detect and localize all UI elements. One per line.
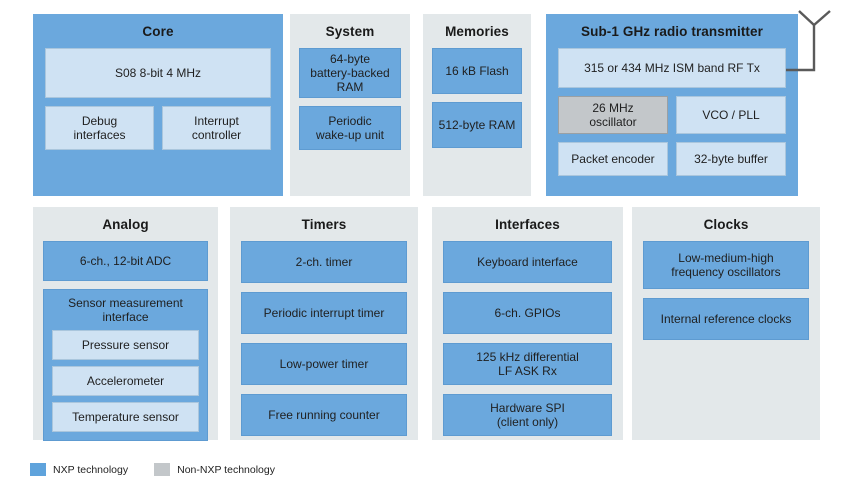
osc-line-1: 26 MHz xyxy=(592,100,634,115)
block-debug-interfaces[interactable]: Debug interfaces xyxy=(45,105,154,150)
block-timer-1[interactable]: Periodic interrupt timer xyxy=(241,291,407,334)
block-sensor-measurement-interface[interactable]: Sensor measurement interface Pressure se… xyxy=(43,288,208,441)
block-adc[interactable]: 6-ch., 12-bit ADC xyxy=(43,240,208,281)
legend-swatch-nxp xyxy=(30,463,46,476)
legend-label-non-nxp: Non-NXP technology xyxy=(177,463,275,476)
block-lf-ask-rx[interactable]: 125 kHz differential LF ASK Rx xyxy=(443,342,612,385)
debug-line-2: interfaces xyxy=(73,127,126,142)
panel-radio-title: Sub-1 GHz radio transmitter xyxy=(581,24,763,39)
panel-interfaces-title: Interfaces xyxy=(495,217,560,232)
block-hardware-spi[interactable]: Hardware SPI (client only) xyxy=(443,393,612,436)
block-vco-pll[interactable]: VCO / PLL xyxy=(676,95,786,134)
legend: NXP technology Non-NXP technology xyxy=(30,463,275,476)
panel-timers-title: Timers xyxy=(301,217,347,232)
osc-line-2: oscillator xyxy=(589,114,637,129)
wake-line-2: wake-up unit xyxy=(315,127,385,142)
panel-radio-transmitter: Sub-1 GHz radio transmitter 315 or 434 M… xyxy=(546,14,798,196)
block-interrupt-controller[interactable]: Interrupt controller xyxy=(162,105,271,150)
block-32byte-buffer[interactable]: 32-byte buffer xyxy=(676,141,786,176)
spi-line-2: (client only) xyxy=(496,414,559,429)
panel-interfaces: Interfaces Keyboard interface 6-ch. GPIO… xyxy=(432,207,623,440)
block-timer-3[interactable]: Free running counter xyxy=(241,393,407,436)
spi-line-1: Hardware SPI xyxy=(490,400,565,415)
block-battery-backed-ram[interactable]: 64-byte battery-backed RAM xyxy=(299,47,401,98)
legend-item-nxp: NXP technology xyxy=(30,463,128,476)
panel-system: System 64-byte battery-backed RAM Period… xyxy=(290,14,410,196)
block-hardware-spi-text: Hardware SPI (client only) xyxy=(490,401,565,429)
block-26mhz-oscillator-text: 26 MHz oscillator xyxy=(589,101,636,129)
sensor-group-line-2: interface xyxy=(102,309,149,324)
block-ram[interactable]: 512-byte RAM xyxy=(432,101,522,148)
block-flash[interactable]: 16 kB Flash xyxy=(432,47,522,94)
panel-analog: Analog 6-ch., 12-bit ADC Sensor measurem… xyxy=(33,207,218,441)
block-interrupt-controller-text: Interrupt controller xyxy=(192,114,241,142)
panel-clocks: Clocks Low-medium-high frequency oscilla… xyxy=(632,207,820,440)
wake-line-1: Periodic xyxy=(328,113,372,128)
block-frequency-oscillators-text: Low-medium-high frequency oscillators xyxy=(671,251,780,279)
sensor-group-line-1: Sensor measurement xyxy=(68,295,183,310)
interrupt-line-1: Interrupt xyxy=(194,113,239,128)
bbram-line-2: battery-backed xyxy=(310,65,390,80)
block-26mhz-oscillator[interactable]: 26 MHz oscillator xyxy=(558,95,668,134)
block-periodic-wakeup-unit[interactable]: Periodic wake-up unit xyxy=(299,105,401,150)
antenna-icon xyxy=(786,10,831,72)
clk-osc-line-2: frequency oscillators xyxy=(671,264,781,279)
panel-memories-title: Memories xyxy=(445,24,509,39)
legend-item-non-nxp: Non-NXP technology xyxy=(154,463,275,476)
block-gpios[interactable]: 6-ch. GPIOs xyxy=(443,291,612,334)
panel-analog-title: Analog xyxy=(102,217,149,232)
bbram-line-1: 64-byte xyxy=(329,51,370,66)
panel-core-title: Core xyxy=(142,24,174,39)
block-timer-0[interactable]: 2-ch. timer xyxy=(241,240,407,283)
block-periodic-wakeup-unit-text: Periodic wake-up unit xyxy=(316,114,384,142)
block-timer-2[interactable]: Low-power timer xyxy=(241,342,407,385)
panel-memories: Memories 16 kB Flash 512-byte RAM xyxy=(423,14,531,196)
clk-osc-line-1: Low-medium-high xyxy=(678,250,774,265)
block-pressure-sensor[interactable]: Pressure sensor xyxy=(52,329,199,360)
block-temperature-sensor[interactable]: Temperature sensor xyxy=(52,401,199,432)
debug-line-1: Debug xyxy=(81,113,118,128)
block-accelerometer[interactable]: Accelerometer xyxy=(52,365,199,396)
block-rf-tx[interactable]: 315 or 434 MHz ISM band RF Tx xyxy=(558,47,786,88)
panel-timers: Timers 2-ch. timer Periodic interrupt ti… xyxy=(230,207,418,440)
block-cpu[interactable]: S08 8-bit 4 MHz xyxy=(45,47,271,98)
bbram-line-3: RAM xyxy=(336,79,364,94)
interrupt-line-2: controller xyxy=(191,127,242,142)
lf-line-2: LF ASK Rx xyxy=(498,363,557,378)
panel-clocks-title: Clocks xyxy=(703,217,749,232)
lf-line-1: 125 kHz differential xyxy=(476,349,579,364)
panel-system-title: System xyxy=(325,24,375,39)
block-frequency-oscillators[interactable]: Low-medium-high frequency oscillators xyxy=(643,240,809,289)
block-debug-interfaces-text: Debug interfaces xyxy=(73,114,125,142)
block-lf-ask-rx-text: 125 kHz differential LF ASK Rx xyxy=(476,350,579,378)
legend-label-nxp: NXP technology xyxy=(53,463,129,476)
panel-core: Core S08 8-bit 4 MHz Debug interfaces In… xyxy=(33,14,283,196)
block-keyboard-interface[interactable]: Keyboard interface xyxy=(443,240,612,283)
block-battery-backed-ram-text: 64-byte battery-backed RAM xyxy=(310,52,389,94)
block-packet-encoder[interactable]: Packet encoder xyxy=(558,141,668,176)
sensor-group-title: Sensor measurement interface xyxy=(52,296,199,330)
legend-swatch-non-nxp xyxy=(154,463,171,476)
block-internal-reference-clocks[interactable]: Internal reference clocks xyxy=(643,297,809,340)
